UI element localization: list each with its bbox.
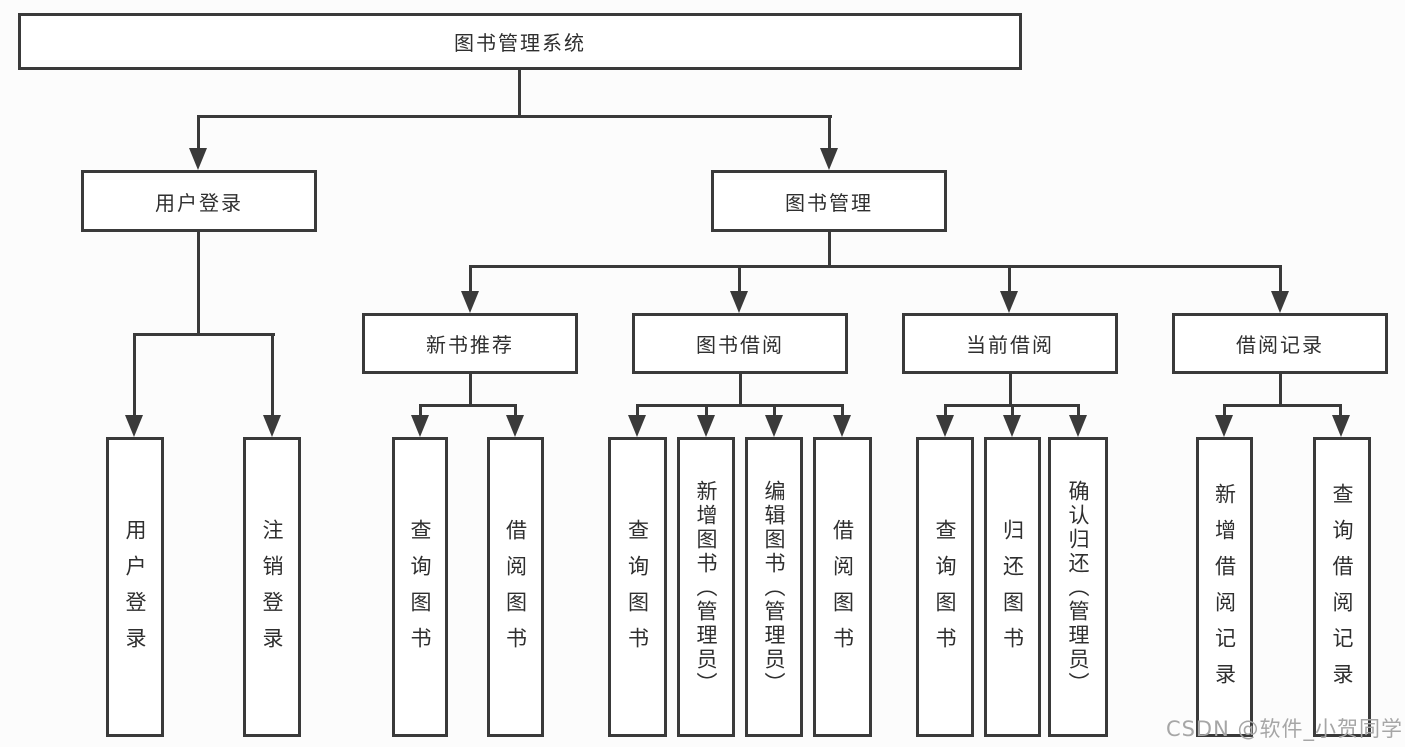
arrowhead-down-icon: [936, 415, 954, 437]
arrowhead-down-icon: [1271, 291, 1289, 313]
arrowhead-down-icon: [1215, 415, 1233, 437]
connector-drop: [636, 404, 639, 417]
connector-drop: [419, 404, 422, 417]
connector-drop: [1011, 404, 1014, 417]
connector-current-borrow-stem: [1009, 374, 1012, 406]
connector-root-stem: [518, 70, 521, 117]
node-library-system-label: 图书管理系统: [454, 31, 586, 55]
arrowhead-down-icon: [765, 415, 783, 437]
arrowhead-down-icon: [820, 148, 838, 170]
connector-drop-current-borrow: [1008, 265, 1011, 294]
connector-drop: [944, 404, 947, 417]
node-user-login-label: 用户登录: [155, 190, 243, 215]
leaf-add-books-admin-label: 新增图书（管理员）: [694, 480, 718, 696]
leaf-borrow-books-recommend: 借阅图书: [487, 437, 544, 737]
node-borrow-records-label: 借阅记录: [1236, 333, 1324, 357]
leaf-user-login-label: 用户登录: [123, 519, 147, 663]
leaf-add-borrow-record: 新增借阅记录: [1196, 437, 1253, 737]
leaf-add-books-admin: 新增图书（管理员）: [677, 437, 735, 737]
leaf-query-borrow-record: 查询借阅记录: [1313, 437, 1371, 737]
connector-drop-leaf-user-login: [133, 333, 136, 417]
leaf-query-books-current: 查询图书: [916, 437, 974, 737]
connector-drop: [841, 404, 844, 417]
connector-drop-user-login: [197, 115, 200, 152]
connector-drop-leaf-logout: [271, 333, 274, 417]
connector-drop: [1223, 404, 1226, 417]
node-user-login: 用户登录: [81, 170, 317, 232]
arrowhead-down-icon: [125, 415, 143, 437]
connector-new-book-stem: [469, 374, 472, 406]
connector-drop-book-borrow: [738, 265, 741, 294]
connector-drop-borrow-records: [1279, 265, 1282, 294]
connector-drop: [773, 404, 776, 417]
leaf-logout: 注销登录: [243, 437, 301, 737]
leaf-logout-label: 注销登录: [260, 519, 284, 663]
leaf-borrow-books-label: 借阅图书: [830, 519, 855, 663]
csdn-watermark: CSDN @软件_小贺同学: [1165, 717, 1403, 741]
connector-drop: [514, 404, 517, 417]
leaf-query-books-recommend: 查询图书: [392, 437, 448, 737]
arrowhead-down-icon: [1069, 415, 1087, 437]
arrowhead-down-icon: [461, 291, 479, 313]
leaf-user-login: 用户登录: [106, 437, 164, 737]
connector-user-login-stem: [197, 232, 200, 334]
node-current-borrow-label: 当前借阅: [966, 333, 1054, 357]
connector-book-borrow-stem: [739, 374, 742, 406]
arrowhead-down-icon: [628, 415, 646, 437]
connector-level2-horizontal: [197, 115, 832, 118]
arrowhead-down-icon: [697, 415, 715, 437]
node-library-system: 图书管理系统: [18, 13, 1022, 70]
connector-drop-new-book: [469, 265, 472, 294]
arrowhead-down-icon: [730, 291, 748, 313]
connector-new-book-horizontal: [419, 404, 517, 407]
connector-drop: [1339, 404, 1342, 417]
connector-user-login-horizontal: [133, 333, 275, 336]
leaf-return-books: 归还图书: [984, 437, 1041, 737]
connector-borrow-records-stem: [1279, 374, 1282, 406]
leaf-query-borrow-record-label: 查询借阅记录: [1330, 483, 1354, 699]
leaf-confirm-return-admin: 确认归还（管理员）: [1048, 437, 1108, 737]
leaf-borrow-books: 借阅图书: [813, 437, 872, 737]
connector-level3-horizontal: [469, 265, 1282, 268]
leaf-query-books-recommend-label: 查询图书: [408, 519, 432, 663]
node-borrow-records: 借阅记录: [1172, 313, 1388, 374]
leaf-confirm-return-admin-label: 确认归还（管理员）: [1066, 480, 1090, 696]
arrowhead-down-icon: [1000, 291, 1018, 313]
node-book-borrow: 图书借阅: [632, 313, 848, 374]
connector-borrow-records-horizontal: [1223, 404, 1342, 407]
node-book-borrow-label: 图书借阅: [696, 333, 784, 357]
arrowhead-down-icon: [263, 415, 281, 437]
connector-drop-book-management: [828, 115, 831, 152]
connector-book-management-stem: [828, 232, 831, 268]
leaf-query-books-borrow: 查询图书: [608, 437, 667, 737]
leaf-query-books-borrow-label: 查询图书: [625, 519, 650, 663]
node-current-borrow: 当前借阅: [902, 313, 1118, 374]
connector-book-borrow-horizontal: [636, 404, 844, 407]
arrowhead-down-icon: [411, 415, 429, 437]
leaf-edit-books-admin: 编辑图书（管理员）: [745, 437, 803, 737]
leaf-return-books-label: 归还图书: [1000, 519, 1025, 663]
leaf-edit-books-admin-label: 编辑图书（管理员）: [762, 480, 786, 696]
node-new-book-recommend: 新书推荐: [362, 313, 578, 374]
leaf-borrow-books-recommend-label: 借阅图书: [503, 519, 528, 663]
leaf-query-books-current-label: 查询图书: [933, 519, 957, 663]
node-book-management: 图书管理: [711, 170, 947, 232]
arrowhead-down-icon: [506, 415, 524, 437]
connector-drop: [1077, 404, 1080, 417]
arrowhead-down-icon: [189, 148, 207, 170]
node-new-book-recommend-label: 新书推荐: [426, 333, 514, 357]
arrowhead-down-icon: [1332, 415, 1350, 437]
arrowhead-down-icon: [833, 415, 851, 437]
connector-drop: [705, 404, 708, 417]
leaf-add-borrow-record-label: 新增借阅记录: [1212, 483, 1237, 699]
arrowhead-down-icon: [1003, 415, 1021, 437]
node-book-management-label: 图书管理: [785, 190, 873, 215]
